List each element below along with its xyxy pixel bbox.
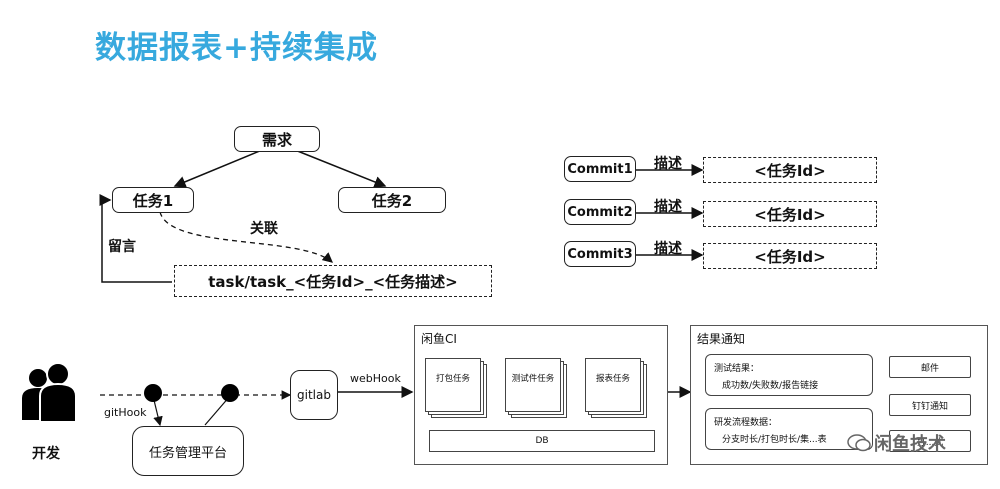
- dingtalk-channel: 钉钉通知: [889, 394, 971, 416]
- test-task-label: 测试件任务: [511, 374, 555, 384]
- commit3-node: Commit3: [564, 241, 636, 267]
- commit2-desc-label: 描述: [654, 199, 682, 215]
- report-task-card: 报表任务: [585, 358, 649, 420]
- test-result-detail: 成功数/失败数/报告链接: [722, 381, 819, 391]
- commit2-node: Commit2: [564, 199, 636, 225]
- notify-panel: 结果通知 测试结果： 成功数/失败数/报告链接 研发流程数据： 分支时长/打包时…: [690, 325, 988, 465]
- developer-icon: [22, 362, 77, 423]
- notify-panel-title: 结果通知: [697, 332, 746, 346]
- link-label: 关联: [250, 221, 278, 237]
- requirement-node: 需求: [234, 126, 320, 152]
- comment-label: 留言: [108, 239, 136, 255]
- commit3-task-id: <任务Id>: [703, 243, 877, 269]
- dev-data-title: 研发流程数据：: [714, 418, 778, 428]
- email-channel: 邮件: [889, 356, 971, 378]
- dev-data-detail: 分支时长/打包时长/集...表: [722, 435, 827, 445]
- db-box: DB: [429, 430, 655, 452]
- wechat-icon: [847, 434, 871, 452]
- ci-panel: 闲鱼CI 打包任务 测试件任务 报表任务 DB: [414, 325, 668, 465]
- test-result-title: 测试结果：: [714, 364, 760, 374]
- commit1-node: Commit1: [564, 156, 636, 182]
- page-title: 数据报表+持续集成: [95, 30, 378, 66]
- dev-data-box: 研发流程数据： 分支时长/打包时长/集...表: [705, 408, 873, 450]
- build-task-card: 打包任务: [425, 358, 489, 420]
- developer-label: 开发: [32, 446, 60, 462]
- other-channel: 打...式: [889, 430, 971, 452]
- test-result-box: 测试结果： 成功数/失败数/报告链接: [705, 354, 873, 396]
- webhook-label: webHook: [350, 372, 401, 385]
- task-platform-node: 任务管理平台: [132, 426, 244, 476]
- githook-label: gitHook: [104, 406, 147, 419]
- task1-node: 任务1: [112, 187, 194, 213]
- commit3-desc-label: 描述: [654, 241, 682, 257]
- watermark-text: 闲鱼技术: [874, 434, 946, 455]
- gitlab-node: gitlab: [290, 370, 338, 420]
- commit1-desc-label: 描述: [654, 156, 682, 172]
- task2-node: 任务2: [338, 187, 446, 213]
- commit2-task-id: <任务Id>: [703, 201, 877, 227]
- report-task-label: 报表任务: [595, 374, 630, 384]
- branch-name-node: task/task_<任务Id>_<任务描述>: [174, 265, 492, 297]
- build-task-label: 打包任务: [435, 374, 470, 384]
- commit1-task-id: <任务Id>: [703, 157, 877, 183]
- ci-panel-title: 闲鱼CI: [421, 332, 457, 346]
- test-task-card: 测试件任务: [505, 358, 569, 420]
